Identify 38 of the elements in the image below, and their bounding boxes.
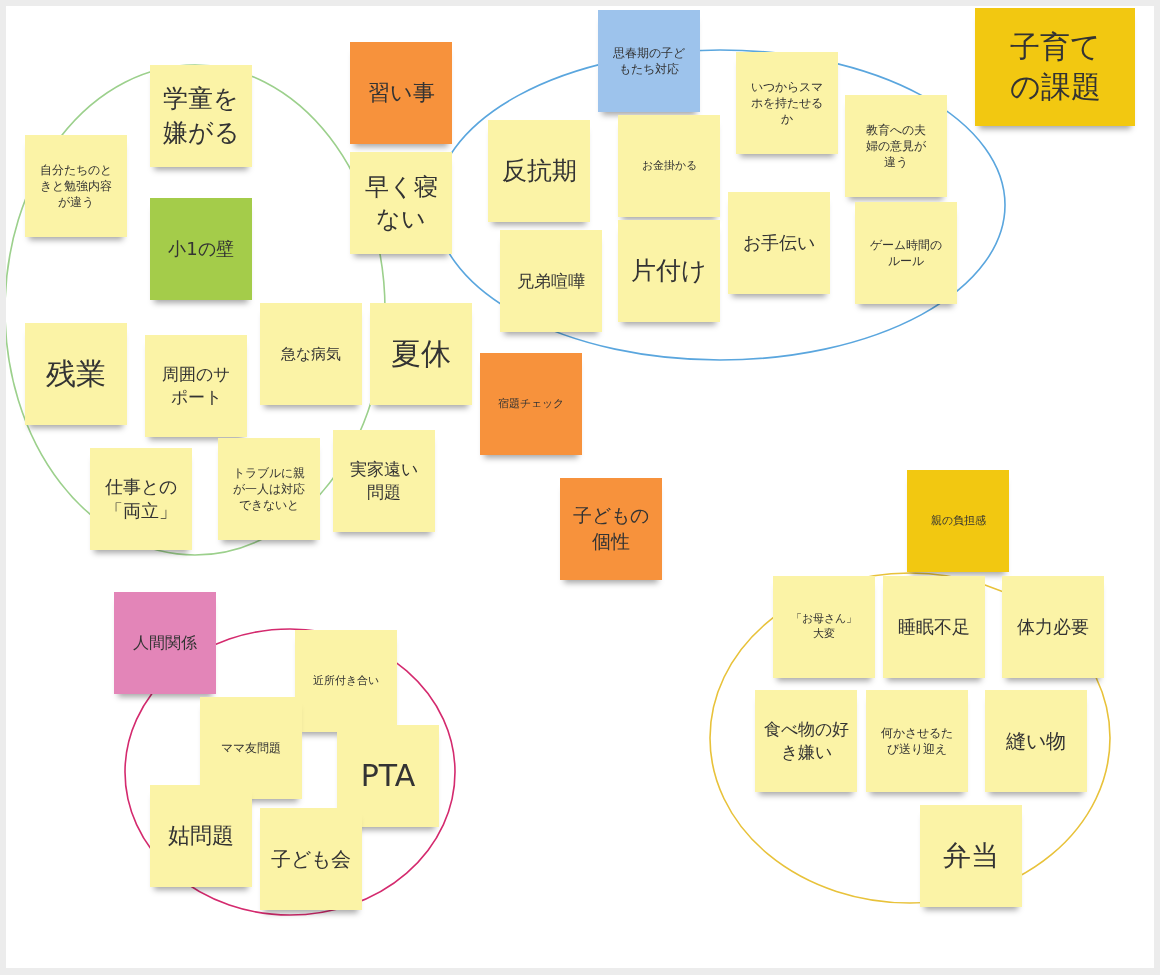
sticky-note: 体力必要 — [1002, 576, 1104, 678]
sticky-note: 近所付き合い — [295, 630, 397, 732]
sticky-note: トラブルに親が一人は対応できないと — [218, 438, 320, 540]
sticky-note: 何かさせるたび送り迎え — [866, 690, 968, 792]
sticky-note: 周囲のサポート — [145, 335, 247, 437]
sticky-note: 子育ての課題 — [975, 8, 1135, 126]
sticky-note: ママ友問題 — [200, 697, 302, 799]
sticky-note: ゲーム時間のルール — [855, 202, 957, 304]
sticky-note: 早く寝ない — [350, 152, 452, 254]
sticky-note: 小1の壁 — [150, 198, 252, 300]
sticky-note: お金掛かる — [618, 115, 720, 217]
sticky-note: 教育への夫婦の意見が違う — [845, 95, 947, 197]
sticky-note: 姑問題 — [150, 785, 252, 887]
sticky-note: 子どもの個性 — [560, 478, 662, 580]
sticky-note: 「お母さん」大変 — [773, 576, 875, 678]
sticky-note: 宿題チェック — [480, 353, 582, 455]
sticky-note: 子ども会 — [260, 808, 362, 910]
sticky-note: 親の負担感 — [907, 470, 1009, 572]
sticky-note: 急な病気 — [260, 303, 362, 405]
sticky-note: 片付け — [618, 220, 720, 322]
sticky-note: 弁当 — [920, 805, 1022, 907]
sticky-note: 実家遠い問題 — [333, 430, 435, 532]
sticky-note: いつからスマホを持たせるか — [736, 52, 838, 154]
sticky-note: 思春期の子どもたち対応 — [598, 10, 700, 112]
sticky-note: 反抗期 — [488, 120, 590, 222]
sticky-note: 自分たちのときと勉強内容が違う — [25, 135, 127, 237]
sticky-note: 残業 — [25, 323, 127, 425]
sticky-note: 人間関係 — [114, 592, 216, 694]
sticky-note: 習い事 — [350, 42, 452, 144]
sticky-note: 夏休 — [370, 303, 472, 405]
sticky-note: 睡眠不足 — [883, 576, 985, 678]
sticky-note: PTA — [337, 725, 439, 827]
sticky-note: 兄弟喧嘩 — [500, 230, 602, 332]
sticky-note: 学童を嫌がる — [150, 65, 252, 167]
sticky-note: 仕事との「両立」 — [90, 448, 192, 550]
sticky-note: お手伝い — [728, 192, 830, 294]
sticky-note: 縫い物 — [985, 690, 1087, 792]
sticky-note: 食べ物の好き嫌い — [755, 690, 857, 792]
